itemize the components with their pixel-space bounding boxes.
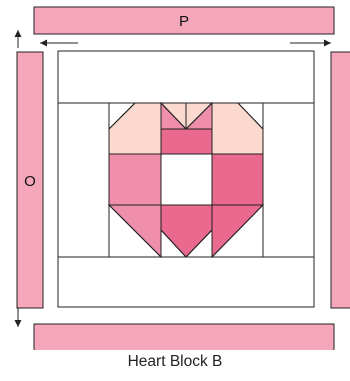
bottom-strip	[33, 323, 335, 350]
heart-mid-left-cell	[108, 153, 162, 206]
right-strip	[330, 51, 350, 309]
quilt-block-diagram: P O	[14, 6, 350, 350]
top-strip-p	[33, 6, 335, 35]
top-strip-label: P	[179, 13, 189, 30]
heart-mid-right-cell	[211, 153, 264, 206]
heart-block	[57, 50, 315, 308]
block-caption: Heart Block B	[127, 353, 223, 370]
heart-center-cell	[160, 153, 213, 206]
left-strip-label: O	[24, 173, 36, 190]
left-strip-o	[16, 51, 44, 309]
